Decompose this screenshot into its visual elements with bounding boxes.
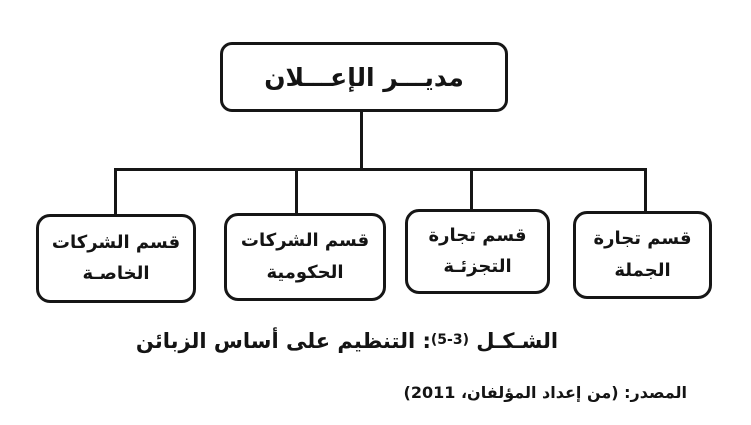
connector-drop-retail bbox=[470, 168, 473, 211]
connector-drop-government bbox=[295, 168, 298, 215]
connector-trunk bbox=[114, 168, 646, 171]
caption-figure-number: (3-5) bbox=[430, 332, 470, 348]
node-label-line: قسم تجارة bbox=[428, 224, 527, 246]
caption-title-text: : التنظيم على أساس الزبائن bbox=[135, 329, 431, 353]
source-note: المصدر: (من إعداد المؤلفان، 2011) bbox=[403, 383, 687, 402]
node-wholesale-trade: قسم تجارة الجملة bbox=[573, 211, 712, 299]
caption-figure-word: الشـكـل bbox=[469, 329, 559, 353]
connector-root-stem bbox=[360, 111, 363, 169]
node-label-line: قسم الشركات bbox=[240, 230, 370, 251]
node-label-line: الجملة bbox=[614, 259, 671, 281]
figure-caption: الشـكـل (3-5): التنظيم على أساس الزبائن bbox=[97, 329, 597, 353]
node-label-line: الخاصـة bbox=[82, 263, 150, 284]
connector-drop-private bbox=[114, 168, 117, 216]
node-government-companies: قسم الشركات الحكومية bbox=[224, 213, 386, 301]
node-label-line: التجزئـة bbox=[443, 256, 512, 277]
node-label-line: قسم تجارة bbox=[593, 228, 692, 249]
root-node-label: مديـــر الإعـــلان bbox=[264, 62, 464, 92]
connector-drop-wholesale bbox=[644, 168, 647, 213]
root-node-advertising-manager: مديـــر الإعـــلان bbox=[220, 42, 508, 112]
node-retail-trade: قسم تجارة التجزئـة bbox=[405, 209, 550, 294]
node-label-line: الحكومية bbox=[266, 261, 344, 283]
node-label-line: قسم الشركات bbox=[51, 231, 181, 253]
node-private-companies: قسم الشركات الخاصـة bbox=[36, 214, 196, 303]
